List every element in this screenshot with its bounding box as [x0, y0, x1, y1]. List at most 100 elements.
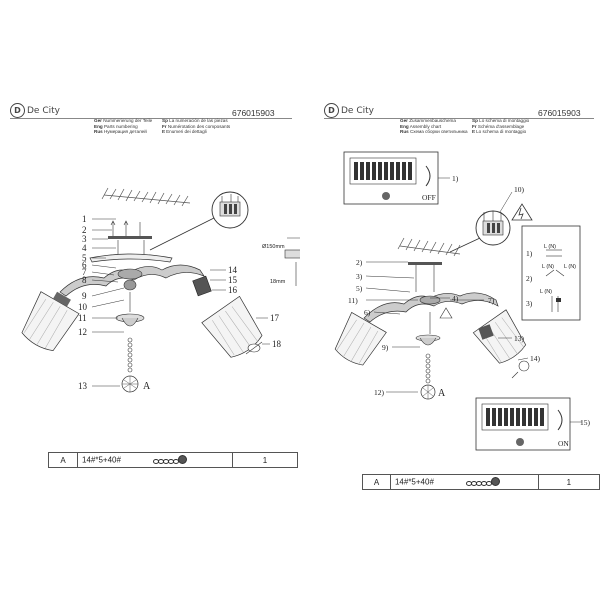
chain-icon — [465, 476, 500, 488]
warning-icon — [511, 203, 533, 221]
brand-logo: D De City — [10, 103, 60, 118]
legend-fr: Fr Numérotation des composants — [162, 123, 231, 129]
callout-6: 6 — [82, 260, 87, 270]
callout-15: 15 — [228, 275, 238, 285]
part-qty: 1 — [537, 474, 600, 490]
callout-r7: 7) — [488, 296, 495, 305]
ceiling-hatch — [397, 237, 461, 257]
legend-it: It Enumeri dei dettagli — [162, 129, 207, 135]
brand-name: De City — [341, 105, 374, 116]
bulb — [245, 341, 263, 355]
legend-fr: Fr Schéma d'assemblage — [472, 123, 525, 129]
wire-label-n: L (N) — [564, 264, 576, 270]
wiring-option-1: 1) — [526, 249, 533, 258]
chain-icon — [152, 454, 187, 466]
dim-18: 18mm — [270, 279, 286, 285]
callout-r4: 4) — [452, 294, 459, 303]
brand-name: De City — [27, 105, 60, 116]
legend-ger: Ger Zusammenbauschema — [400, 118, 456, 123]
parts-table: A 14#*5+40# 1 — [362, 474, 600, 490]
wiring-options-box — [521, 225, 581, 321]
callout-12: 12 — [78, 327, 87, 337]
dim-d150: Ø150mm — [262, 244, 285, 250]
assembly-diagram: OFF 1) 10) — [334, 151, 591, 451]
wire-label-l: L (N) — [544, 244, 556, 250]
callout-r11: 11) — [348, 296, 358, 305]
part-qty: 1 — [232, 452, 298, 468]
wire-label-ln2: L (N) — [540, 289, 552, 295]
legend-eng: Eng Parts numbering — [94, 123, 138, 129]
callout-9: 9 — [82, 291, 87, 301]
product-code: 676015903 — [232, 108, 275, 118]
left-shade — [21, 291, 80, 352]
switch-off-label: OFF — [422, 193, 436, 202]
legend-rus: Rus Схема сборки светильника — [400, 129, 468, 135]
ceiling-hatch — [101, 187, 191, 207]
wiring-option-2: 2) — [526, 274, 533, 283]
header-rule — [10, 118, 292, 119]
callout-7: 7 — [82, 267, 87, 277]
callout-r10: 10) — [514, 185, 525, 194]
left-shade — [334, 311, 387, 366]
brand-logo: D De City — [324, 103, 374, 118]
callout-11: 11 — [78, 313, 87, 323]
product-code: 676015903 — [538, 108, 581, 118]
callout-4: 4 — [82, 243, 87, 253]
callout-r2: 2) — [356, 258, 363, 267]
callout-r9: 9) — [382, 343, 389, 352]
callout-17: 17 — [270, 313, 280, 323]
legend-eng: Eng Assembly chart — [400, 123, 442, 129]
parts-table: A 14#*5+40# 1 — [48, 452, 298, 468]
part-id: A — [362, 474, 391, 490]
header-rule — [324, 118, 594, 119]
callout-2: 2 — [82, 225, 87, 235]
callout-r12: 12) — [374, 388, 385, 397]
breaker-panel-off — [343, 151, 439, 205]
callout-r15: 15) — [580, 418, 591, 427]
logo-mark: D — [324, 103, 339, 118]
part-spec: 14#*5+40# — [77, 452, 233, 468]
pendant-marker: A — [143, 381, 151, 392]
table-row: A 14#*5+40# 1 — [48, 452, 298, 468]
wiring-option-3: 3) — [526, 299, 533, 308]
legend-rus: Rus Нумерация деталей — [94, 129, 147, 135]
callout-18: 18 — [272, 339, 282, 349]
legend-sp: Sp Lo schema di montaggio — [472, 118, 530, 123]
legend-ger: Ger Nummerierung der Teile — [94, 118, 153, 123]
part-id: A — [48, 452, 78, 468]
pendant-crystal — [121, 375, 139, 393]
table-row: A 14#*5+40# 1 — [362, 474, 600, 490]
callout-r1: 1) — [452, 174, 459, 183]
callout-10: 10 — [78, 302, 88, 312]
callout-r6: 6) — [364, 308, 371, 317]
pendant-crystal — [420, 384, 436, 400]
right-shade — [201, 295, 263, 358]
callout-16: 16 — [228, 285, 238, 295]
callout-3: 3 — [82, 234, 87, 244]
callout-r5: 5) — [356, 284, 363, 293]
part-spec: 14#*5+40# — [389, 474, 539, 490]
callout-14: 14 — [228, 265, 238, 275]
bead-chain — [127, 337, 133, 373]
switch-on-label: ON — [558, 439, 569, 448]
callout-r14: 14) — [530, 354, 541, 363]
bead-chain — [425, 353, 431, 384]
legend-sp: Sp La numeración de las piezas — [162, 118, 228, 123]
terminal-detail — [211, 191, 249, 229]
parts-diagram: 50mm 120mm Ø150mm 18mm 17mm 1 2 — [21, 187, 300, 393]
callout-r3: 3) — [356, 272, 363, 281]
callout-r13: 13) — [514, 334, 525, 343]
legend-it: It Lo schema di montaggio — [472, 129, 527, 135]
dimension-detail — [284, 237, 300, 286]
terminal-detail — [475, 210, 511, 246]
pendant-marker: A — [438, 388, 446, 399]
callout-8: 8 — [82, 275, 87, 285]
left-sheet: D De City 676015903 Ger Nummerierung der… — [10, 103, 300, 468]
breaker-panel-on — [475, 397, 571, 451]
callout-1: 1 — [82, 214, 87, 224]
callout-5: 5 — [82, 253, 87, 263]
logo-mark: D — [10, 103, 25, 118]
bulb — [511, 360, 530, 379]
right-sheet: D De City 676015903 Ger Zusammenbauschem… — [300, 0, 600, 600]
callout-13: 13 — [78, 381, 88, 391]
